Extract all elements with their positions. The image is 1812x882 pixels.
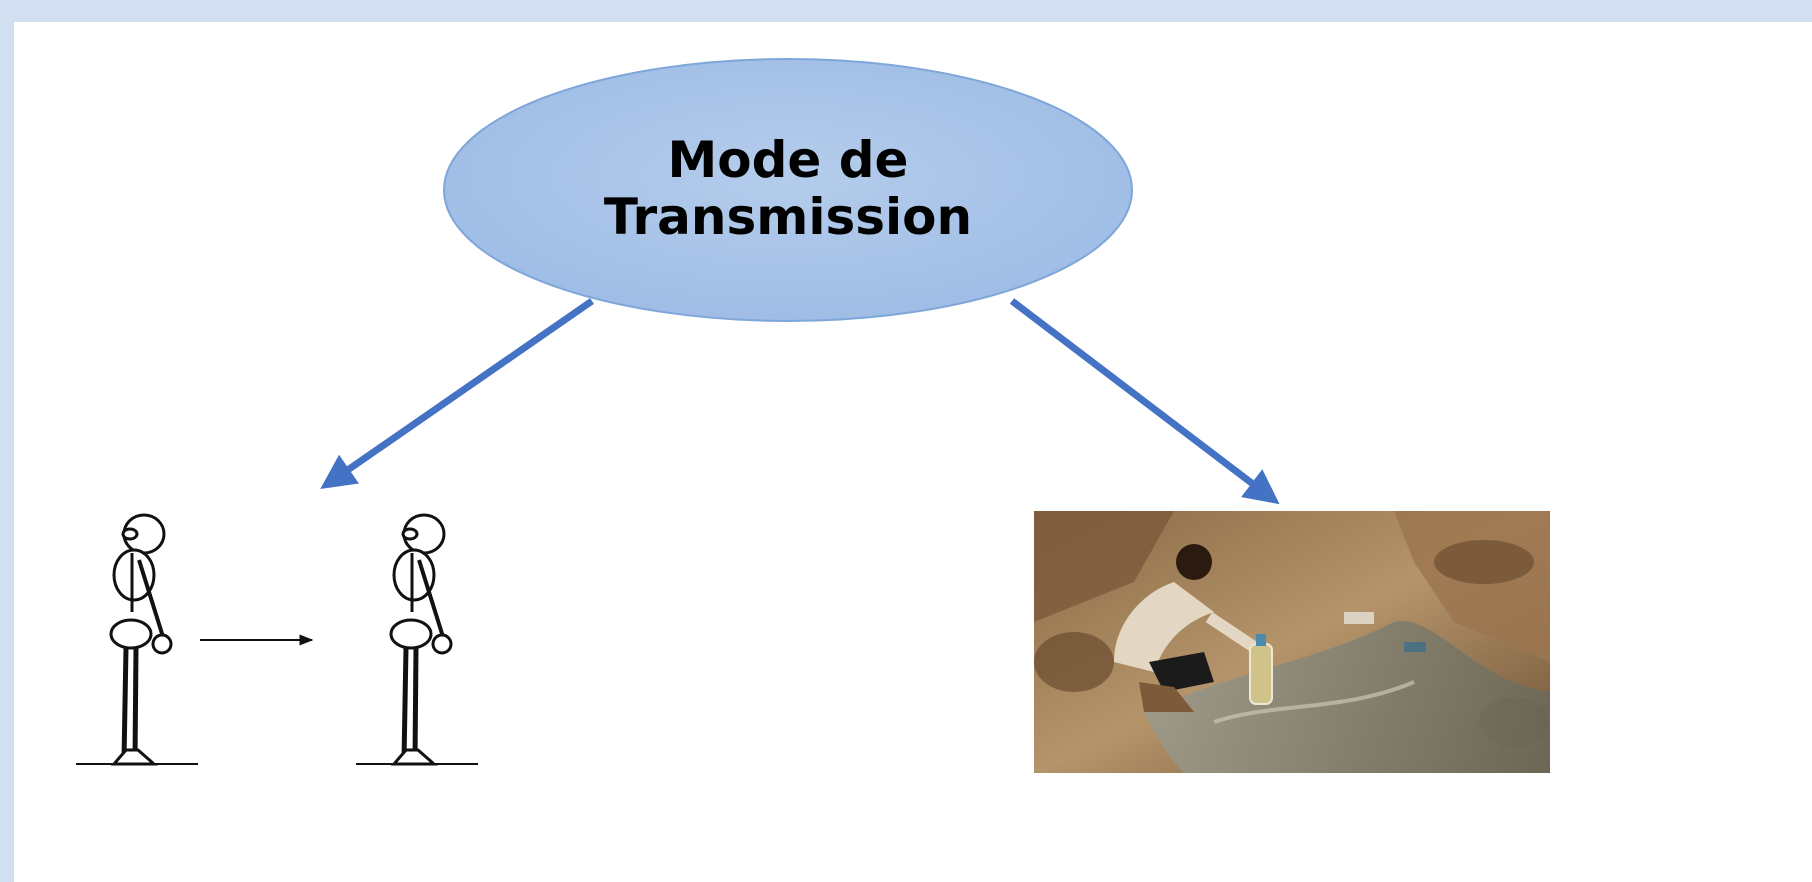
arrow-left [320, 298, 594, 489]
transmission-diagram: Mode de Transmission [76, 58, 1550, 773]
central-node: Mode de Transmission [443, 58, 1133, 322]
central-node-line2: Transmission [604, 188, 972, 246]
arrow-right [1009, 298, 1280, 505]
central-node-line1: Mode de [668, 131, 909, 189]
diagram-canvas: Mode de Transmission [14, 22, 1812, 882]
two-stick-figures-icon [76, 513, 478, 766]
child-collecting-water-photo [1034, 511, 1550, 773]
stick-figure-right [356, 513, 478, 766]
stick-figure-left [76, 513, 198, 766]
